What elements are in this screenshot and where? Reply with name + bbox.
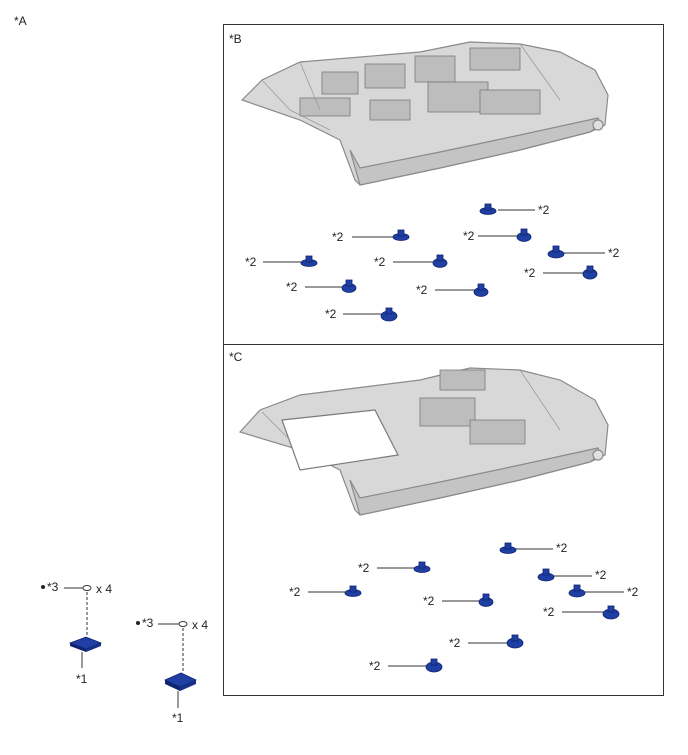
clip-icon xyxy=(602,605,620,620)
clip-label: *2 xyxy=(245,255,257,269)
clip-icon xyxy=(516,228,532,242)
part1-label: *1 xyxy=(76,672,88,686)
clip-icon xyxy=(478,593,494,607)
roof-c-illustration xyxy=(238,367,609,516)
clip-label: *2 xyxy=(423,594,435,608)
clip-icon xyxy=(479,203,497,215)
clip-label: *2 xyxy=(358,561,370,575)
part3-label: *3 xyxy=(47,580,59,594)
clip-icon xyxy=(341,279,357,293)
clip-icon xyxy=(473,283,489,297)
clip-label: *2 xyxy=(627,585,639,599)
qty-label: x 4 xyxy=(192,618,209,632)
clip-icon xyxy=(413,561,431,573)
view-c-label: *C xyxy=(229,350,243,364)
clip-label: *2 xyxy=(289,585,301,599)
dot-marker-icon xyxy=(136,621,140,625)
clip-label: *2 xyxy=(325,307,337,321)
clip-label: *2 xyxy=(524,266,536,280)
clip-icon xyxy=(380,307,398,322)
panel-c xyxy=(223,344,664,696)
clip-label: *2 xyxy=(332,230,344,244)
clip-icon xyxy=(537,568,555,582)
qty-label: x 4 xyxy=(96,582,113,596)
view-a-parts xyxy=(41,585,197,708)
clip-icon xyxy=(547,245,565,259)
clip-icon xyxy=(432,254,448,268)
clip-label: *2 xyxy=(608,246,620,260)
dot-marker-icon xyxy=(41,585,45,589)
roof-b-illustration xyxy=(240,41,609,186)
clip-label: *2 xyxy=(543,605,555,619)
clips-b xyxy=(300,203,598,322)
clip-label: *2 xyxy=(286,280,298,294)
view-b-label: *B xyxy=(229,32,242,46)
clip-icon xyxy=(344,585,362,597)
clip-label: *2 xyxy=(374,255,386,269)
washer-icon xyxy=(82,585,92,591)
clip-label: *2 xyxy=(416,283,428,297)
clip-icon xyxy=(506,634,524,649)
clips-c xyxy=(344,542,620,673)
clip-label: *2 xyxy=(449,636,461,650)
part3-label: *3 xyxy=(142,616,154,630)
clip-label: *2 xyxy=(463,229,475,243)
part1-label: *1 xyxy=(172,711,184,725)
clip-icon xyxy=(582,265,598,280)
clip-icon xyxy=(300,255,318,267)
clip-icon xyxy=(392,229,410,241)
clip-icon xyxy=(499,542,517,554)
leader-lines-b xyxy=(263,209,605,315)
washer-icon xyxy=(178,621,188,627)
clip-label: *2 xyxy=(369,659,381,673)
clip-icon xyxy=(425,658,443,673)
clip-label: *2 xyxy=(556,541,568,555)
clip-label: *2 xyxy=(538,203,550,217)
clip-label: *2 xyxy=(595,568,607,582)
clip-icon xyxy=(568,584,586,598)
view-a-label: *A xyxy=(14,14,27,28)
leader-lines-c xyxy=(308,548,624,667)
